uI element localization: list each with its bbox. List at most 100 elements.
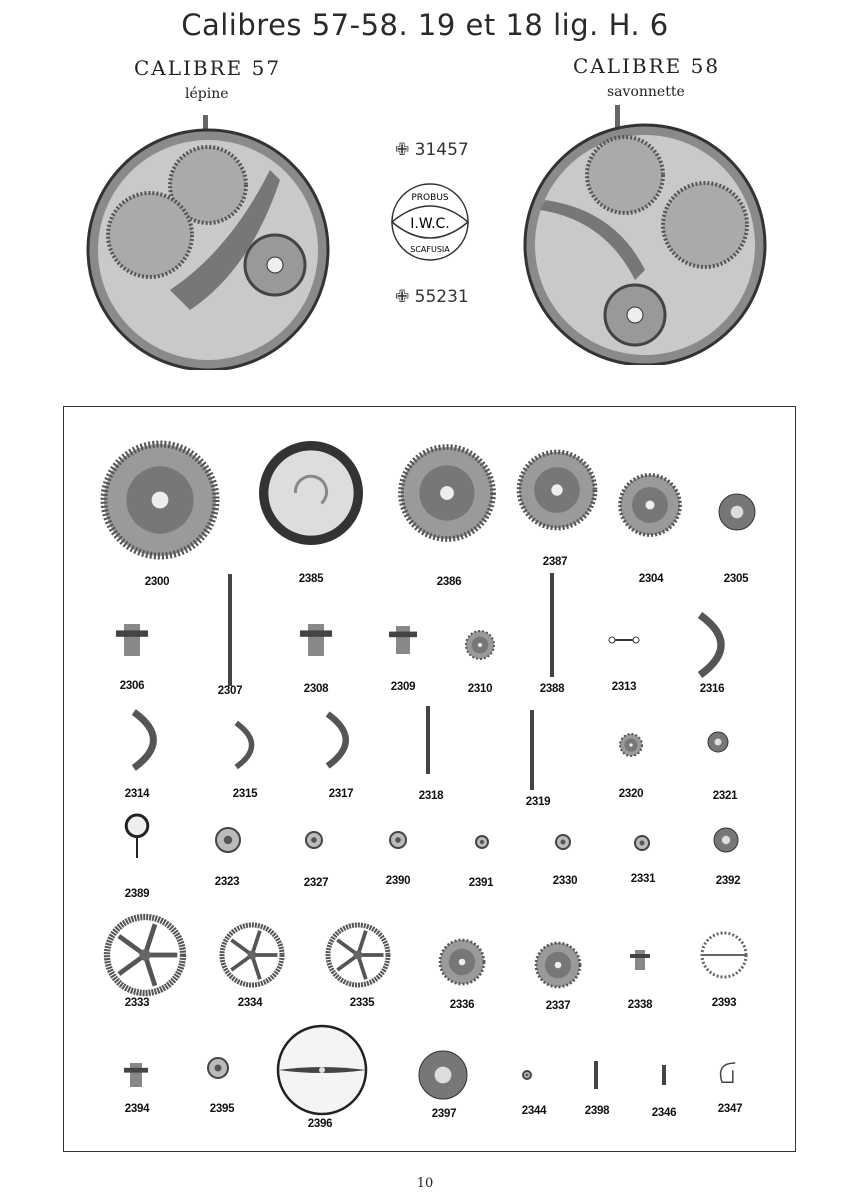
part-illustration-2318 (426, 706, 430, 774)
part-illustration-2305 (718, 493, 756, 531)
calibre-57-movement-illustration (86, 115, 330, 370)
part-number-label: 2331 (630, 873, 656, 885)
part-number-label: 2306 (119, 680, 145, 692)
part-illustration-2386 (398, 444, 496, 542)
part-number-label: 2327 (303, 877, 329, 889)
part-number-label: 2396 (307, 1118, 333, 1130)
part-number-label: 2308 (303, 683, 329, 695)
part-number-label: 2347 (717, 1103, 743, 1115)
part-number-label: 2314 (124, 788, 150, 800)
part-number-label: 2392 (715, 875, 741, 887)
part-number-label: 2395 (209, 1103, 235, 1115)
part-illustration-2387 (516, 449, 598, 531)
part-illustration-2309 (389, 626, 417, 654)
patent-number-1: ✙ 31457 (395, 140, 469, 160)
calibre-57-type: lépine (185, 86, 229, 102)
part-number-label: 2320 (618, 788, 644, 800)
part-number-label: 2334 (237, 997, 263, 1009)
part-illustration-2317 (325, 711, 349, 769)
part-number-label: 2316 (699, 683, 725, 695)
parts-plate-frame (63, 406, 796, 1152)
calibre-58-heading: CALIBRE 58 (573, 54, 721, 78)
part-number-label: 2318 (418, 790, 444, 802)
part-number-label: 2335 (349, 997, 375, 1009)
part-illustration-2346 (662, 1065, 666, 1085)
part-illustration-2397 (418, 1050, 468, 1100)
part-number-label: 2333 (124, 997, 150, 1009)
part-number-label: 2397 (431, 1108, 457, 1120)
part-number-label: 2319 (525, 796, 551, 808)
patent-number-2: ✙ 55231 (395, 287, 469, 307)
part-number-label: 2391 (468, 877, 494, 889)
part-number-label: 2309 (390, 681, 416, 693)
part-illustration-2320 (619, 733, 643, 757)
part-illustration-2338 (630, 950, 650, 970)
part-number-label: 2387 (542, 556, 568, 568)
part-number-label: 2321 (712, 790, 738, 802)
part-number-label: 2338 (627, 999, 653, 1011)
part-illustration-2315 (234, 720, 255, 770)
part-number-label: 2300 (144, 576, 170, 588)
part-illustration-2331 (634, 835, 650, 851)
part-number-label: 2336 (449, 999, 475, 1011)
swiss-cross-icon: ✙ (395, 140, 410, 160)
swiss-cross-icon: ✙ (395, 287, 410, 307)
part-illustration-2333 (103, 913, 187, 997)
part-illustration-2344 (522, 1070, 532, 1080)
part-illustration-2334 (219, 922, 285, 988)
part-number-label: 2317 (328, 788, 354, 800)
part-illustration-2304 (618, 473, 682, 537)
part-illustration-2336 (438, 938, 486, 986)
part-illustration-2396 (276, 1024, 368, 1116)
part-illustration-2390 (389, 831, 407, 849)
part-number-label: 2313 (611, 681, 637, 693)
part-illustration-2319 (530, 710, 534, 790)
part-illustration-2393 (700, 931, 748, 979)
part-number-label: 2386 (436, 576, 462, 588)
part-number-label: 2389 (124, 888, 150, 900)
part-number-label: 2330 (552, 875, 578, 887)
part-illustration-2307 (228, 574, 232, 686)
part-number-label: 2346 (651, 1107, 677, 1119)
part-illustration-2392 (713, 827, 739, 853)
part-number-label: 2393 (711, 997, 737, 1009)
part-number-label: 2344 (521, 1105, 547, 1117)
part-illustration-2313 (608, 636, 640, 644)
part-number-label: 2394 (124, 1103, 150, 1115)
calibre-57-heading: CALIBRE 57 (134, 56, 282, 80)
logo-top-text: PROBUS (411, 193, 449, 203)
part-illustration-2394 (124, 1063, 148, 1087)
part-illustration-2337 (534, 941, 582, 989)
page-title: Calibres 57-58. 19 et 18 lig. H. 6 (181, 8, 669, 42)
part-number-label: 2304 (638, 573, 664, 585)
part-number-label: 2315 (232, 788, 258, 800)
part-number-label: 2388 (539, 683, 565, 695)
part-number-label: 2305 (723, 573, 749, 585)
part-number-label: 2323 (214, 876, 240, 888)
part-illustration-2308 (300, 624, 332, 656)
part-number-label: 2307 (217, 685, 243, 697)
page-number: 10 (416, 1176, 434, 1191)
part-illustration-2398 (594, 1061, 598, 1089)
iwc-probus-scafusia-logo: PROBUS I.W.C. SCAFUSIA (390, 183, 470, 261)
part-illustration-2389 (124, 813, 150, 858)
part-illustration-2306 (116, 624, 148, 656)
part-number-label: 2390 (385, 875, 411, 887)
part-illustration-2327 (305, 831, 323, 849)
part-number-label: 2385 (298, 573, 324, 585)
part-illustration-2335 (325, 922, 391, 988)
part-number-label: 2337 (545, 1000, 571, 1012)
part-illustration-2310 (465, 630, 495, 660)
part-illustration-2395 (207, 1057, 229, 1079)
part-illustration-2391 (475, 835, 489, 849)
calibre-58-movement-illustration (523, 105, 767, 365)
part-illustration-2388 (550, 573, 554, 677)
calibre-58-type: savonnette (607, 84, 685, 100)
part-illustration-2300 (100, 440, 220, 560)
part-illustration-2314 (131, 709, 157, 771)
part-number-label: 2398 (584, 1105, 610, 1117)
logo-center-text: I.W.C. (410, 216, 450, 232)
part-illustration-2321 (707, 731, 729, 753)
part-illustration-2330 (555, 834, 571, 850)
part-number-label: 2310 (467, 683, 493, 695)
